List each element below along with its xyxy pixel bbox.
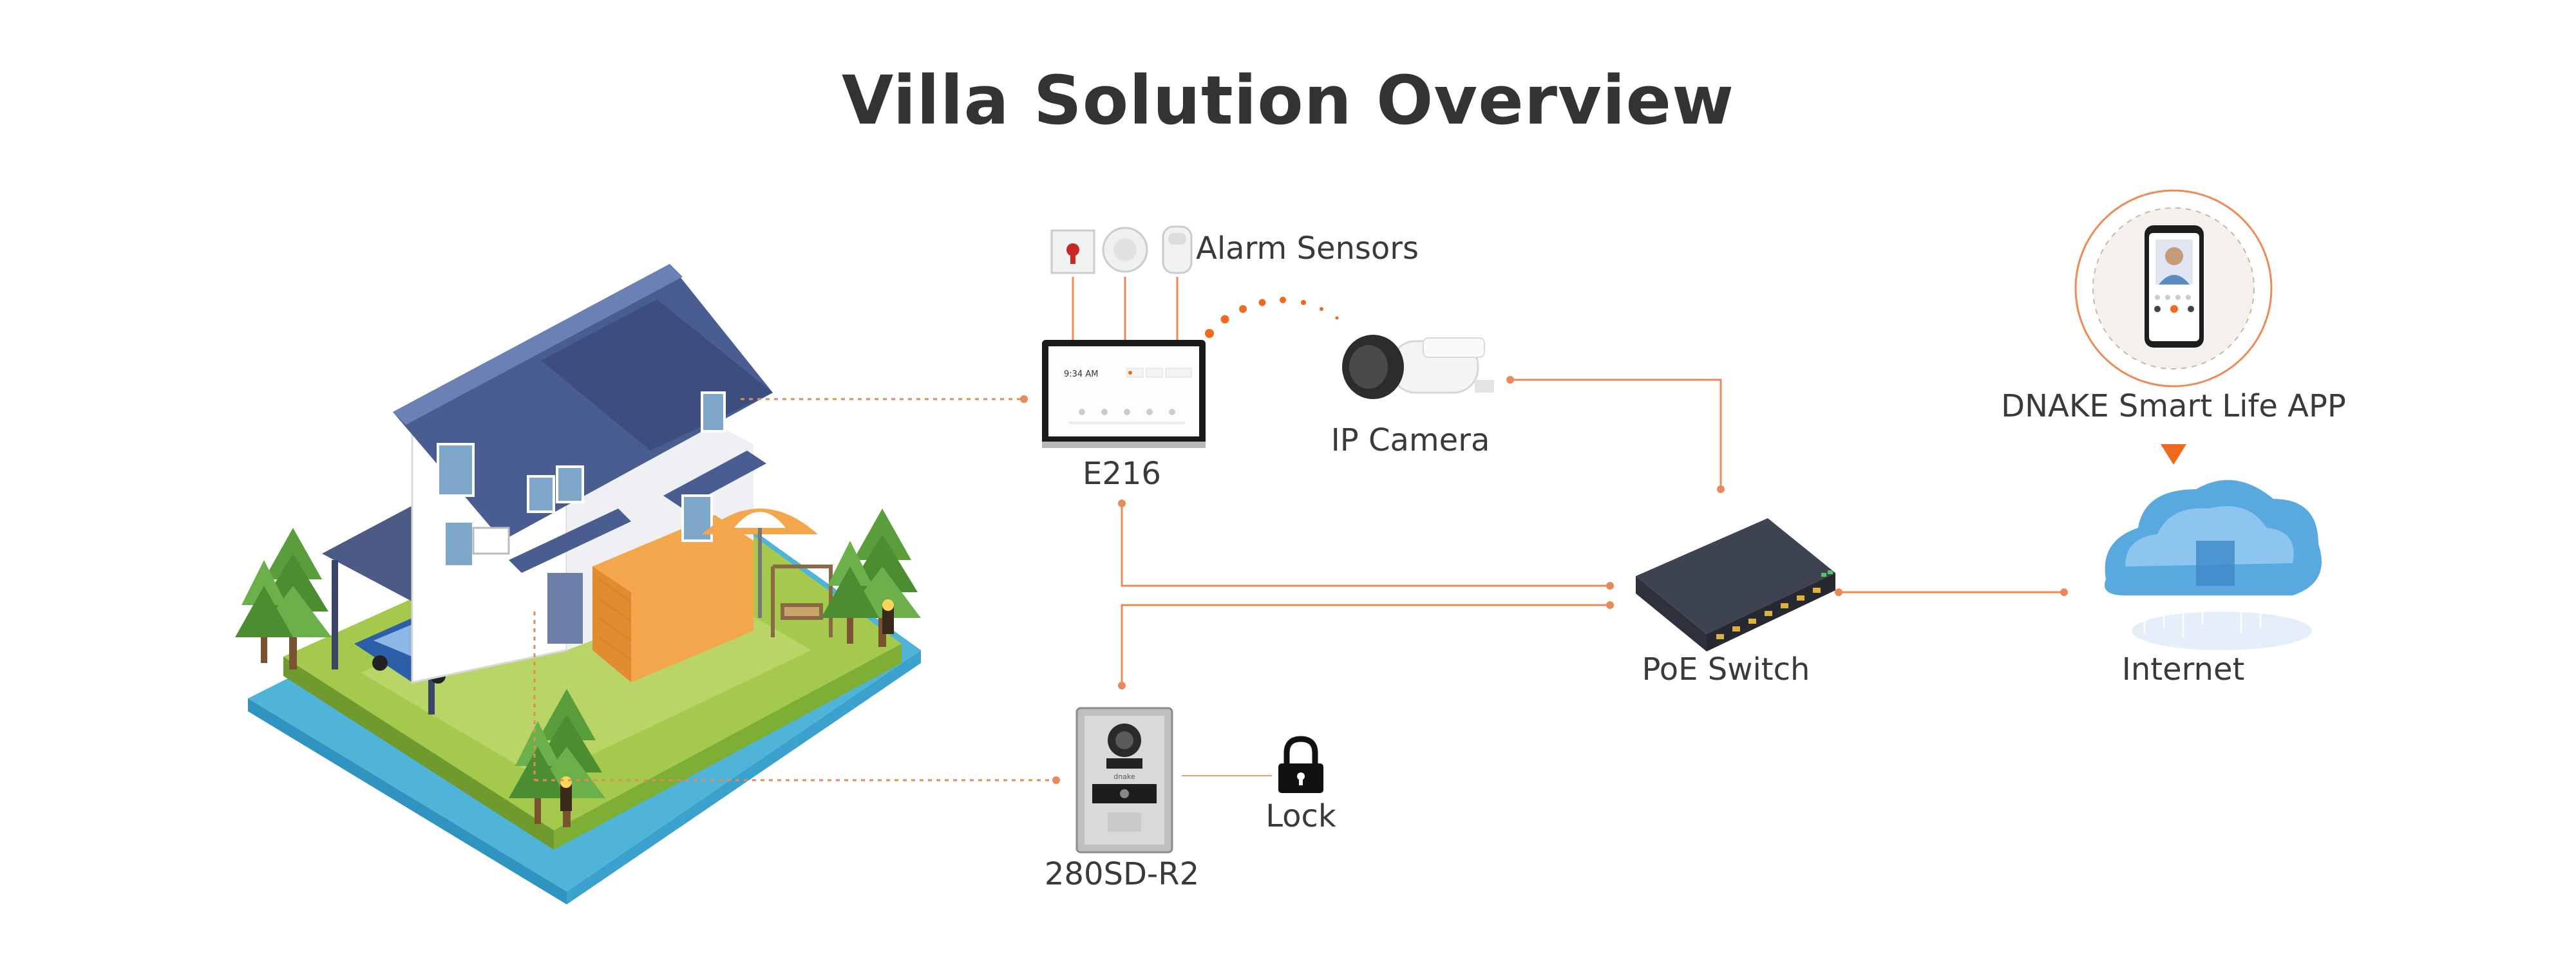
label-poe-switch: PoE Switch bbox=[1642, 651, 1810, 687]
e216-screen-time: 9:34 AM bbox=[1064, 369, 1098, 379]
wireless-arc bbox=[1205, 297, 1339, 338]
door-station-brand: dnake bbox=[1113, 772, 1135, 781]
e216-monitor: 9:34 AM bbox=[1042, 340, 1206, 448]
label-door-station: 280SD-R2 bbox=[1044, 856, 1200, 892]
connectors bbox=[533, 277, 2068, 784]
lock-icon bbox=[1278, 736, 1323, 793]
alarm-sensors bbox=[1050, 225, 1193, 274]
connector-camera-switch bbox=[1510, 379, 1722, 489]
connector-switch-doorstation bbox=[1121, 604, 1610, 686]
villa-illustration bbox=[235, 264, 921, 904]
label-lock: Lock bbox=[1265, 798, 1336, 834]
door-station-280sd-r2: dnake bbox=[1075, 707, 1173, 854]
label-e216: E216 bbox=[1083, 456, 1161, 492]
label-ip-camera: IP Camera bbox=[1331, 422, 1490, 458]
poe-switch bbox=[1636, 518, 1835, 651]
trees bbox=[235, 509, 921, 827]
page-title: Villa Solution Overview bbox=[841, 61, 1735, 140]
cloud-icon bbox=[2105, 480, 2322, 650]
ip-camera bbox=[1342, 335, 1494, 399]
label-smart-life-app: DNAKE Smart Life APP bbox=[2001, 388, 2346, 424]
label-alarm-sensors: Alarm Sensors bbox=[1195, 230, 1419, 266]
label-internet: Internet bbox=[2121, 651, 2245, 687]
umbrella bbox=[702, 509, 818, 618]
arrow-down-icon bbox=[2161, 444, 2186, 465]
smart-life-app bbox=[2074, 189, 2273, 388]
connector-e216-switch bbox=[1121, 502, 1610, 587]
